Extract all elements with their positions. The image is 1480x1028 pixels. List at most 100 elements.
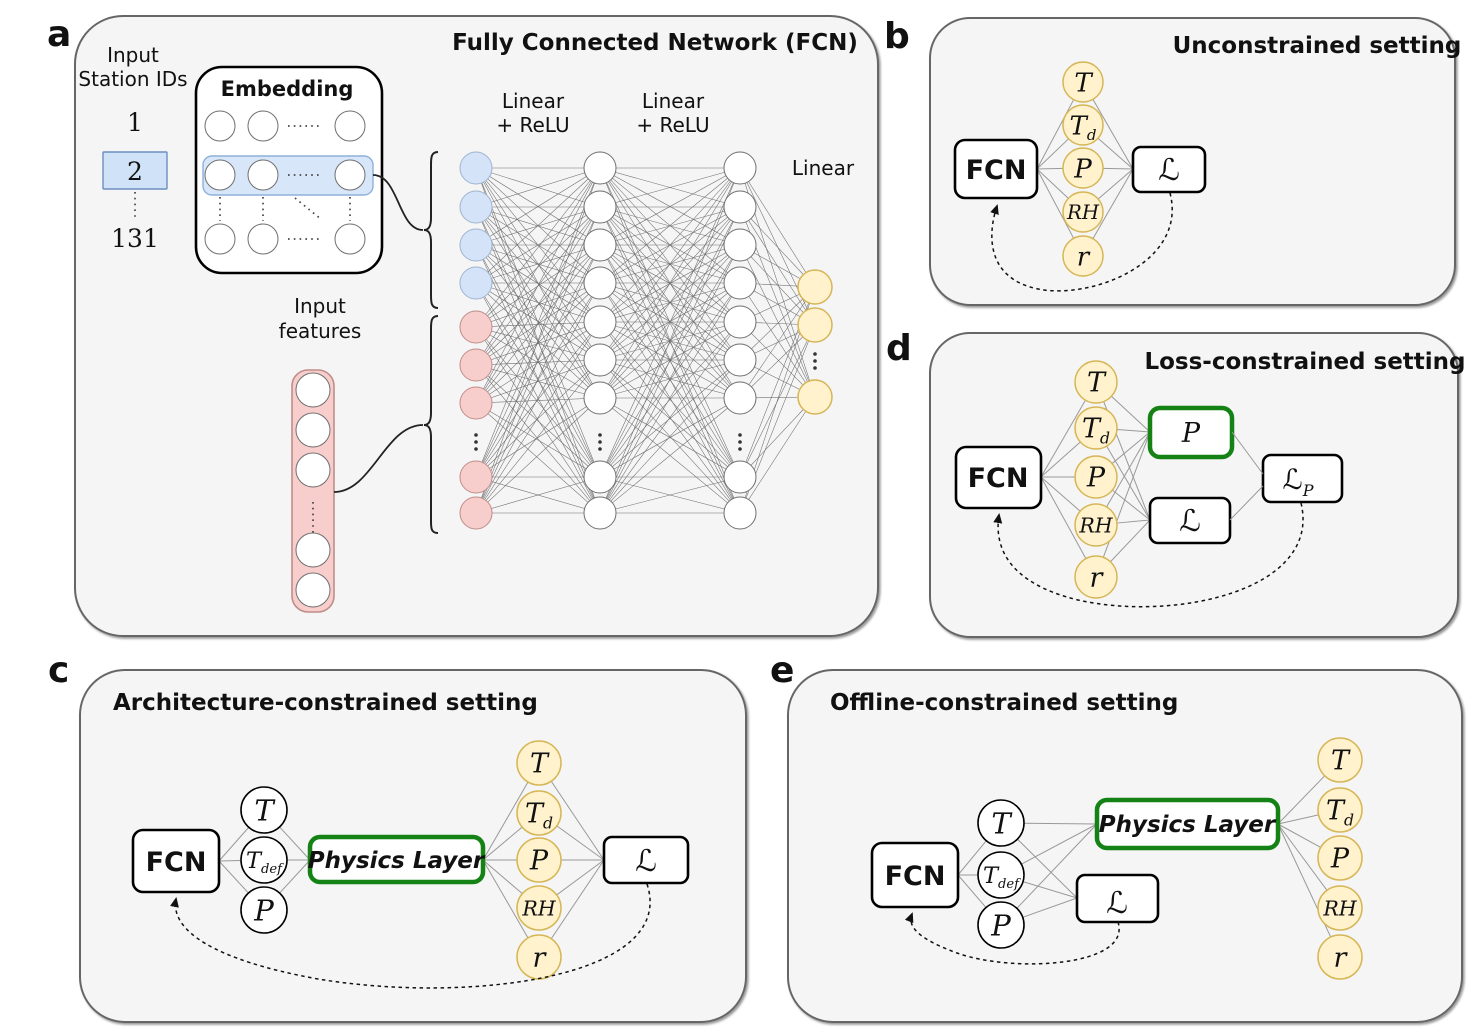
output-variable-node <box>1074 406 1118 450</box>
physics-operator-label-d: P <box>1181 418 1201 449</box>
net-connection <box>475 244 601 323</box>
node-label: T <box>254 793 276 827</box>
fan-connection <box>1277 814 1319 825</box>
ellipsis-dot <box>813 366 817 370</box>
panel-c-title: Architecture-constrained setting <box>113 690 538 716</box>
node-label: P <box>529 846 549 877</box>
fan-connection <box>1116 519 1151 524</box>
net-connection <box>475 321 601 328</box>
net-connection <box>599 167 741 323</box>
net-connection <box>475 397 601 478</box>
network-node <box>459 228 493 262</box>
net-connection <box>739 167 816 288</box>
net-connection <box>475 282 601 404</box>
station-id-selected-box <box>102 151 168 190</box>
node-label: Tdef <box>246 848 284 877</box>
embedding-group-brace <box>423 151 439 309</box>
net-connection <box>475 282 601 478</box>
labels: a Fully Connected Network (FCN) Input St… <box>47 14 1466 921</box>
output-variable-node <box>516 885 562 931</box>
embedding-cell <box>334 159 366 191</box>
feedback-arrow-b <box>990 192 1173 292</box>
station-ids-heading-line2: Station IDs <box>78 67 187 91</box>
fan-connection <box>957 840 987 876</box>
node-label: Td <box>525 799 553 833</box>
net-connection <box>475 167 601 404</box>
embedding-cell <box>334 110 366 142</box>
node-label: P <box>1330 844 1350 875</box>
physics-layer-box-c <box>307 834 486 885</box>
network-node <box>459 151 493 185</box>
loss-box-e <box>1075 873 1160 924</box>
output-variable-node <box>1062 147 1104 189</box>
ellipsis-dot <box>738 440 742 444</box>
panel-d-background <box>929 332 1459 638</box>
network-node <box>583 381 617 415</box>
output-variable-node <box>516 837 562 883</box>
fan-connection <box>218 826 250 862</box>
output-variable-node <box>1074 503 1118 547</box>
fan-connection <box>1021 823 1098 865</box>
net-connection <box>475 359 601 478</box>
fcn-box-d <box>954 445 1043 510</box>
network-node <box>459 190 493 224</box>
fan-connection <box>550 780 605 861</box>
fcn-output-node <box>240 886 288 934</box>
fan-connection <box>482 859 529 939</box>
fan-connection <box>1277 823 1328 891</box>
net-connection <box>599 359 741 478</box>
fan-connection <box>1111 395 1151 433</box>
net-connection <box>475 167 601 366</box>
output-variable-node <box>1317 934 1363 980</box>
net-connection <box>599 167 741 208</box>
fan-connection <box>1092 99 1134 170</box>
embedding-title: Embedding <box>221 77 354 101</box>
input-feature-node <box>295 572 331 608</box>
embedding-cell <box>247 110 279 142</box>
node-label: T <box>530 749 550 780</box>
net-connection <box>599 167 741 246</box>
network-node <box>723 266 757 300</box>
loss-to-combined-loss-link <box>1229 485 1264 521</box>
connection-fans <box>218 99 1332 940</box>
network-node <box>583 460 617 494</box>
network-node <box>723 190 757 224</box>
fcn-network <box>459 151 833 530</box>
output-variable-node <box>1062 235 1104 277</box>
panel-backgrounds <box>74 15 1463 1023</box>
network-node <box>583 266 617 300</box>
net-connection <box>739 206 816 288</box>
node-label: T <box>991 806 1013 840</box>
net-connection <box>475 206 601 514</box>
net-connection <box>599 397 741 478</box>
net-connection <box>599 282 741 514</box>
fan-connection <box>1092 168 1134 239</box>
embedding-cell <box>204 159 236 191</box>
net-connection <box>475 476 601 514</box>
fcn-box-e <box>870 841 960 909</box>
network-node <box>797 379 833 415</box>
combined-loss-subscript: P <box>1302 481 1314 500</box>
fan-connection <box>1106 431 1151 508</box>
net-connection <box>475 206 601 246</box>
net-connection <box>599 206 741 246</box>
ellipsis-dot <box>598 433 602 437</box>
fcn-output-node <box>240 836 288 884</box>
net-connection <box>599 167 741 284</box>
fcn-output-node <box>240 786 288 834</box>
net-connection <box>475 397 601 404</box>
net-connection <box>599 359 741 514</box>
input-features-line1: Input <box>294 294 346 318</box>
node-label: Td <box>1326 796 1354 830</box>
node-label: Tdef <box>983 863 1021 892</box>
net-connection <box>475 364 601 478</box>
net-connection <box>599 167 741 361</box>
net-connection <box>475 282 601 361</box>
fan-connection <box>1110 519 1151 563</box>
fan-connection <box>1023 822 1098 825</box>
net-connection <box>475 244 601 514</box>
station-id-1: 1 <box>127 108 143 137</box>
net-connection <box>475 402 601 514</box>
net-connection <box>475 402 601 478</box>
